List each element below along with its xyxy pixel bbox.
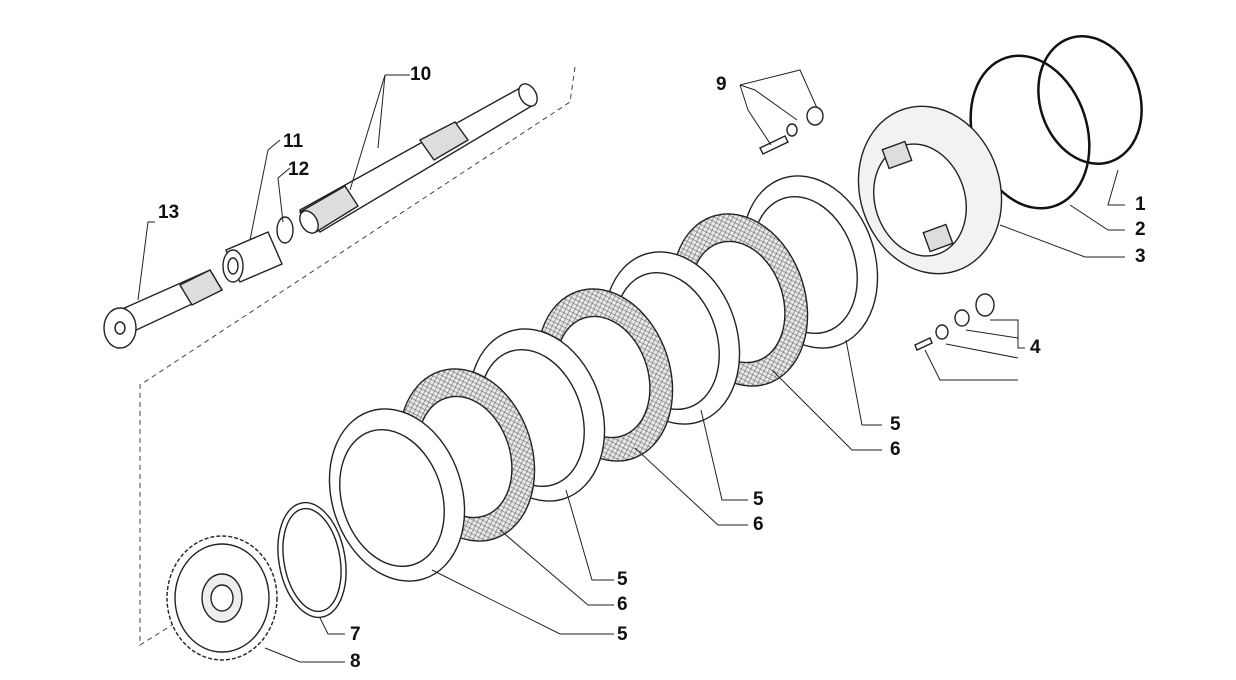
callout-10: 10	[410, 64, 431, 85]
steel-plate	[328, 408, 466, 582]
callout-6: 6	[617, 594, 628, 615]
callout-5: 5	[617, 624, 628, 645]
callout-8: 8	[350, 651, 361, 672]
callout-1: 1	[1135, 194, 1146, 215]
callout-4: 4	[1030, 337, 1041, 358]
o-ring-1	[1037, 35, 1143, 165]
main-shaft	[298, 83, 538, 234]
snap-ring-12	[276, 216, 294, 244]
leader-lines	[137, 69, 1125, 663]
callout-5: 5	[753, 489, 764, 510]
gear	[166, 535, 278, 661]
callout-6: 6	[753, 514, 764, 535]
callout-5: 5	[617, 569, 628, 590]
callout-13: 13	[158, 202, 179, 223]
callout-6: 6	[890, 439, 901, 460]
callout-3: 3	[1135, 246, 1146, 267]
dashed-reference-outline	[139, 66, 576, 646]
callout-5: 5	[890, 414, 901, 435]
callout-7: 7	[350, 624, 361, 645]
callout-11: 11	[283, 131, 304, 152]
callout-9: 9	[716, 74, 727, 95]
snap-ring-7	[277, 501, 347, 619]
bushing	[222, 231, 283, 283]
spring-set	[914, 293, 995, 351]
callout-12: 12	[288, 159, 309, 180]
piston	[857, 105, 1003, 275]
pinion-shaft	[103, 269, 223, 349]
bolt-washer-nut-set	[759, 106, 824, 155]
callout-2: 2	[1135, 219, 1146, 240]
